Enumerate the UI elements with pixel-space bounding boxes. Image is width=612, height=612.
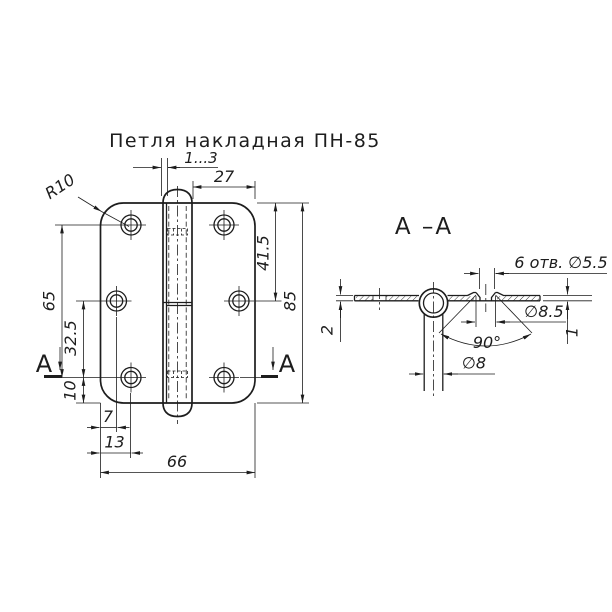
dim-85-label: 85 <box>281 291 300 311</box>
section-mark-left: А <box>36 347 62 378</box>
dim-41-5-label: 41.5 <box>254 235 273 271</box>
countersink-left-edge <box>475 292 481 301</box>
extension-lines <box>55 158 309 478</box>
dim-pin-dia-label: ∅8 <box>462 354 486 373</box>
dim-66-label: 66 <box>167 452 187 471</box>
screw-hole <box>116 362 146 393</box>
screw-hole <box>116 210 146 240</box>
front-dimensions: 1...3 27 R10 41.5 85 65 32.5 10 <box>40 149 305 475</box>
left-leaf-section <box>353 288 419 310</box>
dim-gap-label: 1...3 <box>184 149 217 167</box>
hinge-knuckle-column <box>162 186 193 424</box>
dim-thickness-label: 2 <box>318 325 337 335</box>
crimp-mark-bottom <box>167 370 188 378</box>
screw-hole <box>101 286 132 316</box>
dim-27-label: 27 <box>214 167 235 186</box>
section-view-title: А –А <box>395 214 453 240</box>
knuckle-section <box>418 282 449 397</box>
dim-32-5-label: 32.5 <box>61 320 80 356</box>
dim-65-label: 65 <box>40 291 59 311</box>
drawing-title: Петля накладная ПН-85 <box>109 130 381 152</box>
countersink-right-edge <box>490 292 497 301</box>
dim-holes-label: 6 отв. ∅5.5 <box>514 253 607 272</box>
screw-holes <box>101 210 254 393</box>
section-view: А –А <box>318 214 608 397</box>
section-mark-right: А <box>261 347 296 378</box>
dim-countersink-dia-label: ∅8.5 <box>524 302 563 321</box>
dim-90deg-label: 90° <box>473 333 501 352</box>
right-leaf-section <box>447 284 541 312</box>
dim-13-label: 13 <box>104 433 124 452</box>
section-letter-left: А <box>36 350 53 378</box>
section-letter-right: А <box>279 350 296 378</box>
dim-r10-label: R10 <box>42 170 79 203</box>
screw-hole <box>209 210 239 240</box>
dim-10-label: 10 <box>61 380 80 400</box>
screw-hole <box>209 362 239 393</box>
dim-7-label: 7 <box>103 407 114 426</box>
front-view: 1...3 27 R10 41.5 85 65 32.5 10 <box>36 149 309 478</box>
screw-hole <box>224 286 254 316</box>
crimp-mark-top <box>167 228 188 236</box>
dim-flange-label: 1 <box>563 327 582 337</box>
countersink-angle-construction: 90° <box>438 294 533 352</box>
section-dimensions: 6 отв. ∅5.5 ∅8.5 ∅8 2 <box>318 253 608 376</box>
